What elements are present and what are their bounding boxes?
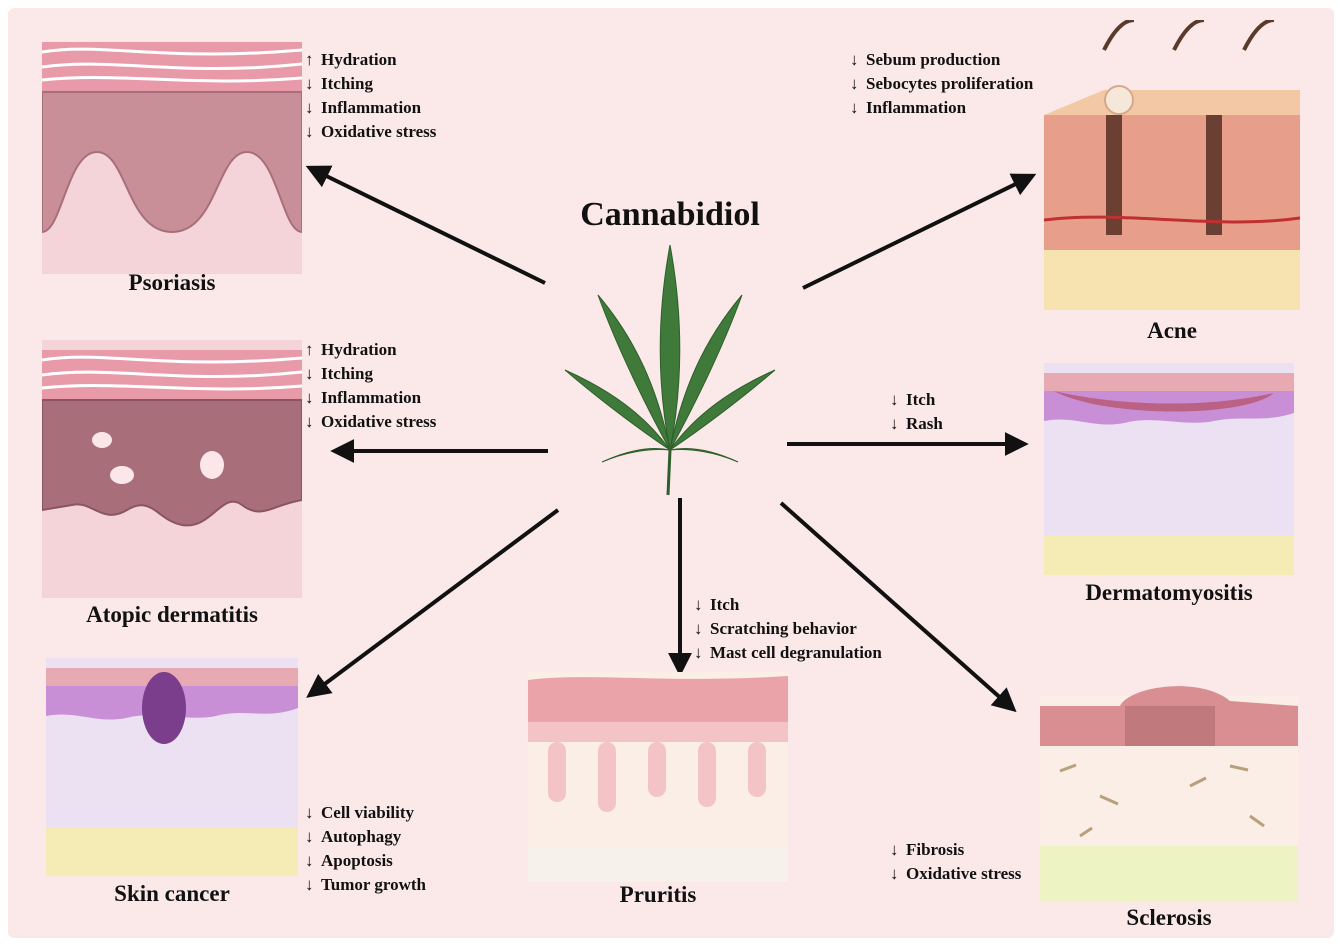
atopic-effect: ↓Itching bbox=[305, 362, 436, 386]
atopic-dermatitis-effects: ↑Hydration ↓Itching ↓Inflammation ↓Oxida… bbox=[305, 338, 436, 434]
sclerosis-effect: ↓Oxidative stress bbox=[890, 862, 1021, 886]
acne-effect: ↓Inflammation bbox=[850, 96, 1033, 120]
sclerosis-skin-illustration bbox=[1040, 676, 1298, 902]
psoriasis-effect: ↓Oxidative stress bbox=[305, 120, 436, 144]
dermatomyositis-effects: ↓Itch ↓Rash bbox=[890, 388, 943, 436]
skin-cancer-skin-illustration bbox=[46, 658, 298, 876]
center-title: Cannabidiol bbox=[560, 196, 780, 234]
psoriasis-effect: ↑Hydration bbox=[305, 48, 436, 72]
skin-cancer-effect: ↓Tumor growth bbox=[305, 873, 426, 897]
sclerosis-effect: ↓Fibrosis bbox=[890, 838, 1021, 862]
arrow-to-psoriasis bbox=[310, 168, 545, 283]
pruritis-effect: ↓Mast cell degranulation bbox=[694, 641, 882, 665]
pruritis-effects: ↓Itch ↓Scratching behavior ↓Mast cell de… bbox=[694, 593, 882, 665]
psoriasis-effect: ↓Itching bbox=[305, 72, 436, 96]
cannabis-leaf-icon bbox=[560, 240, 780, 500]
atopic-effect: ↑Hydration bbox=[305, 338, 436, 362]
dermatomyositis-effect: ↓Itch bbox=[890, 388, 943, 412]
acne-label: Acne bbox=[1044, 318, 1300, 344]
dermatomyositis-effect: ↓Rash bbox=[890, 412, 943, 436]
sclerosis-effects: ↓Fibrosis ↓Oxidative stress bbox=[890, 838, 1021, 886]
atopic-dermatitis-skin-illustration bbox=[42, 340, 302, 598]
acne-effect: ↓Sebum production bbox=[850, 48, 1033, 72]
pruritis-label: Pruritis bbox=[528, 882, 788, 908]
atopic-dermatitis-label: Atopic dermatitis bbox=[42, 602, 302, 628]
arrow-to-skin-cancer bbox=[310, 510, 558, 695]
pruritis-effect: ↓Itch bbox=[694, 593, 882, 617]
skin-cancer-effect: ↓Autophagy bbox=[305, 825, 426, 849]
pruritis-effect: ↓Scratching behavior bbox=[694, 617, 882, 641]
psoriasis-effect: ↓Inflammation bbox=[305, 96, 436, 120]
dermatomyositis-label: Dermatomyositis bbox=[1044, 580, 1294, 606]
psoriasis-skin-illustration bbox=[42, 42, 302, 274]
acne-effect: ↓Sebocytes proliferation bbox=[850, 72, 1033, 96]
psoriasis-effects: ↑Hydration ↓Itching ↓Inflammation ↓Oxida… bbox=[305, 48, 436, 144]
skin-cancer-effect: ↓Apoptosis bbox=[305, 849, 426, 873]
psoriasis-label: Psoriasis bbox=[42, 270, 302, 296]
skin-cancer-effects: ↓Cell viability ↓Autophagy ↓Apoptosis ↓T… bbox=[305, 801, 426, 897]
skin-cancer-label: Skin cancer bbox=[46, 881, 298, 907]
atopic-effect: ↓Oxidative stress bbox=[305, 410, 436, 434]
skin-cancer-effect: ↓Cell viability bbox=[305, 801, 426, 825]
arrow-to-acne bbox=[803, 176, 1032, 288]
acne-skin-illustration bbox=[1044, 20, 1300, 310]
sclerosis-label: Sclerosis bbox=[1040, 905, 1298, 931]
atopic-effect: ↓Inflammation bbox=[305, 386, 436, 410]
dermatomyositis-skin-illustration bbox=[1044, 363, 1294, 575]
pruritis-skin-illustration bbox=[528, 672, 788, 882]
acne-effects: ↓Sebum production ↓Sebocytes proliferati… bbox=[850, 48, 1033, 120]
